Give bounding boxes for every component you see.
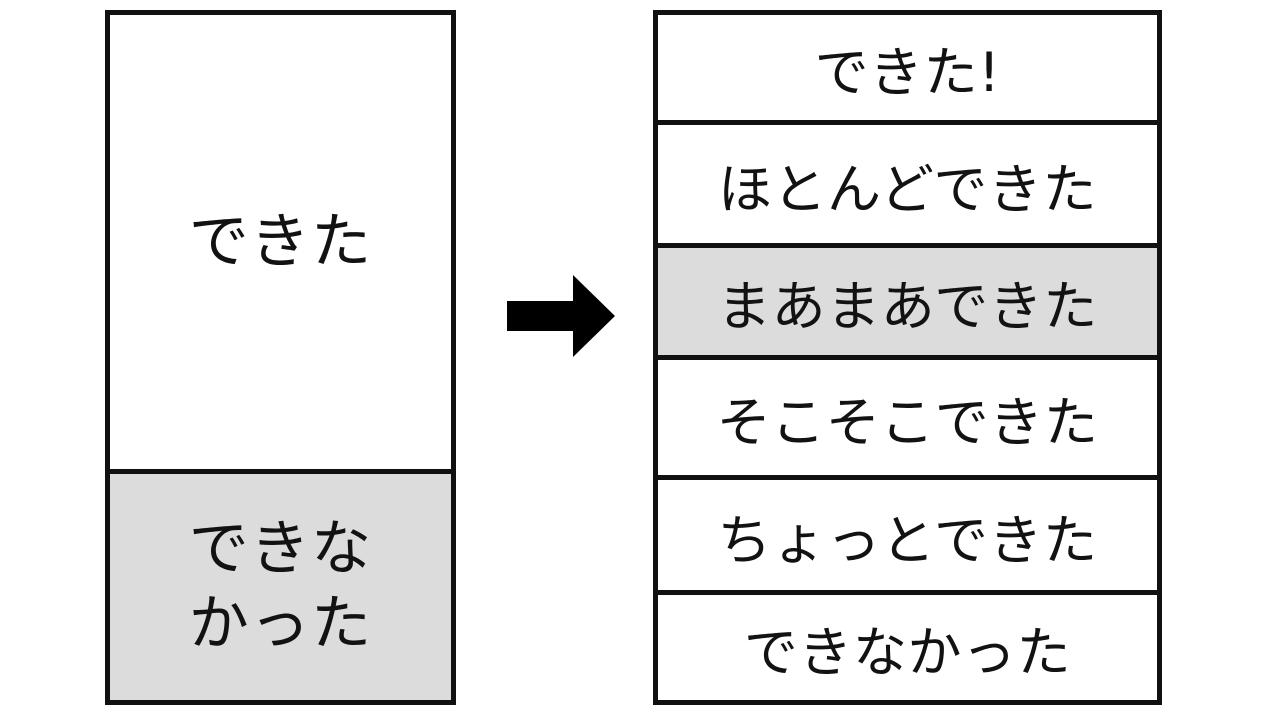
after-row-4: ちょっとできた: [658, 480, 1157, 595]
before-cell-done: できた: [110, 15, 451, 474]
after-scale-table: できた! ほとんどできた まあまあできた そこそこできた ちょっとできた できな…: [653, 10, 1162, 705]
after-row-2: まあまあできた: [658, 248, 1157, 360]
before-cell-not-done: できな かった: [110, 474, 451, 700]
right-arrow-icon: [497, 268, 621, 364]
after-row-1: ほとんどできた: [658, 125, 1157, 248]
before-scale-table: できた できな かった: [105, 10, 456, 705]
after-row-0: できた!: [658, 15, 1157, 125]
after-row-5: できなかった: [658, 595, 1157, 700]
after-row-3: そこそこできた: [658, 360, 1157, 480]
